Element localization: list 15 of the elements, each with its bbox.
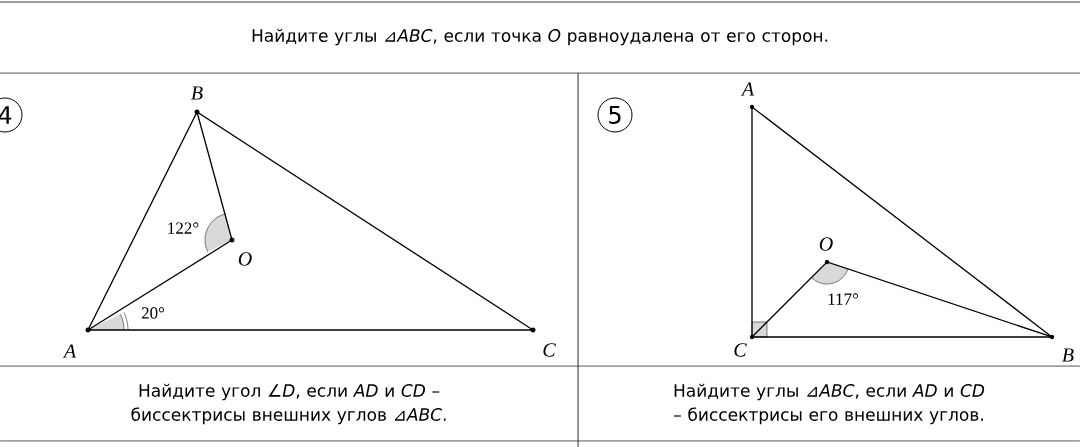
point-label: B [1062, 348, 1074, 362]
point-label: C [543, 343, 556, 357]
point-label: A [62, 344, 77, 358]
instruction-text: Найдите угол ∠D, если AD и CD – биссектрисы внешних углов ⊿ABC. [131, 383, 446, 425]
point-label: B [191, 86, 203, 100]
instruction-text: Найдите углы ⊿ABC, если AD и CD – биссектрисы его внешних углов. [674, 383, 985, 425]
point-label: A [740, 82, 755, 96]
instruction-text: Найдите углы ⊿ABC, если точка O равноудалена от его сторон. [252, 28, 828, 46]
angle-label: 20° [141, 307, 165, 319]
point-label: O [238, 252, 252, 266]
point-label: O [819, 237, 833, 251]
point-label: C [734, 343, 747, 357]
problem-number: 5 [597, 97, 633, 133]
angle-label: 117° [828, 293, 858, 305]
angle-label: 122° [168, 222, 199, 234]
